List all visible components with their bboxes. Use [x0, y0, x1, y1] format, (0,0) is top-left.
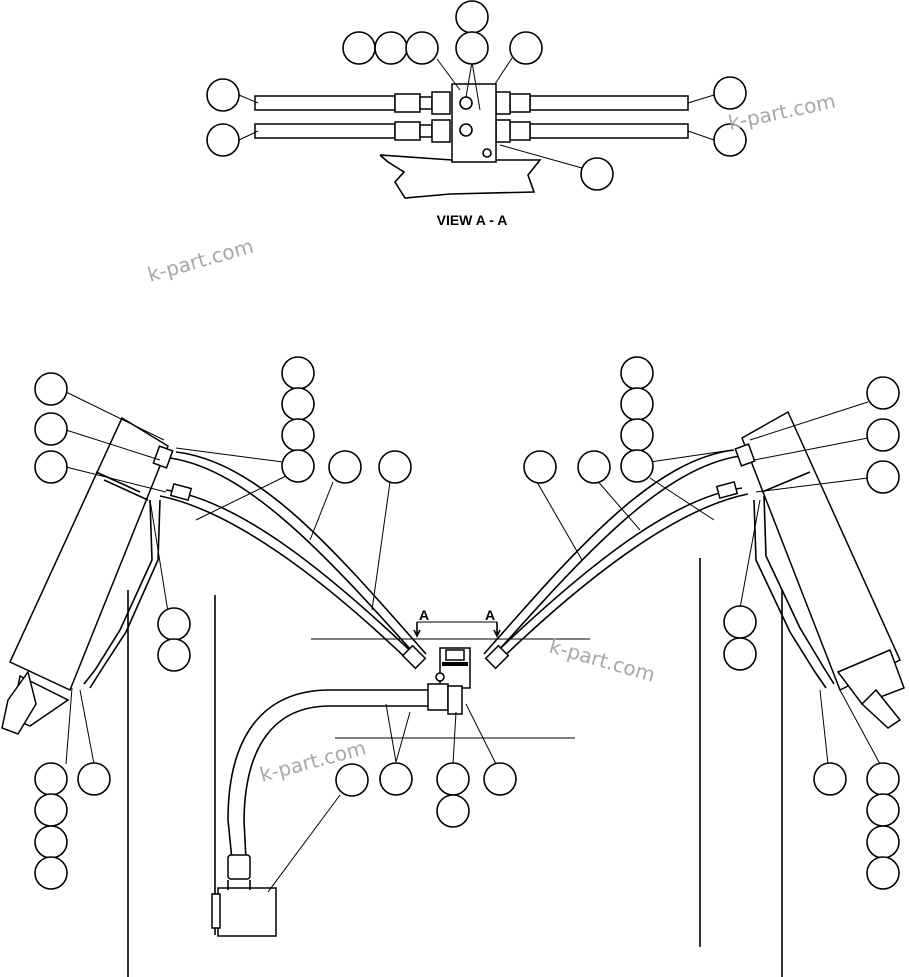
callout-balloon [866, 418, 900, 452]
right-lift-cylinder [741, 410, 905, 729]
callout-balloon [866, 460, 900, 494]
callout-balloon [509, 31, 543, 65]
callout-balloon [342, 31, 376, 65]
callout-balloon [281, 387, 315, 421]
callout-balloon [620, 418, 654, 452]
callout-balloon [34, 856, 68, 890]
callout-balloon [866, 825, 900, 859]
callout-balloon [281, 356, 315, 390]
callout-balloon [34, 762, 68, 796]
callout-balloon [281, 449, 315, 483]
manifold-valve [427, 647, 471, 715]
callout-balloon [34, 450, 68, 484]
callout-balloon [580, 157, 614, 191]
callout-balloon [866, 856, 900, 890]
pump-hose [211, 689, 428, 937]
callout-balloon [157, 638, 191, 672]
callout-balloon [523, 450, 557, 484]
callout-balloon [713, 76, 747, 110]
section-marker-right: A [485, 607, 495, 623]
callout-balloons [34, 0, 900, 890]
right-hoses [483, 443, 756, 670]
callout-balloon [620, 356, 654, 390]
view-leaders [238, 57, 715, 169]
callout-balloon [374, 31, 408, 65]
callout-balloon [866, 376, 900, 410]
callout-balloon [713, 123, 747, 157]
watermark: k-part.com [145, 234, 256, 287]
left-lift-cylinder [1, 416, 169, 735]
callout-balloon [723, 605, 757, 639]
callout-balloon [77, 762, 111, 796]
callout-balloon [455, 0, 489, 34]
callout-balloon [157, 607, 191, 641]
callout-balloon [206, 123, 240, 157]
callout-balloon [483, 762, 517, 796]
watermark: k-part.com [547, 634, 658, 687]
callout-balloon [723, 637, 757, 671]
callout-balloon [34, 825, 68, 859]
callout-balloon [405, 31, 439, 65]
callout-balloon [34, 412, 68, 446]
view-label: VIEW A - A [437, 212, 508, 228]
callout-balloon [866, 762, 900, 796]
callout-balloon [577, 450, 611, 484]
callout-balloon [378, 450, 412, 484]
callout-balloon [436, 794, 470, 828]
callout-balloon [281, 418, 315, 452]
callout-balloon [206, 78, 240, 112]
callout-balloon [866, 793, 900, 827]
callout-balloon [335, 763, 369, 797]
main-view: A A [1, 410, 905, 977]
callout-balloon [436, 762, 470, 796]
left-hoses [152, 445, 427, 670]
section-marker-left: A [419, 607, 429, 623]
callout-balloon [328, 450, 362, 484]
callout-balloon [620, 449, 654, 483]
main-leaders [65, 391, 881, 893]
callout-balloon [455, 31, 489, 65]
callout-balloon [379, 762, 413, 796]
callout-balloon [813, 762, 847, 796]
callout-balloon [620, 387, 654, 421]
callout-balloon [34, 372, 68, 406]
view-a-a-detail: VIEW A - A [254, 83, 689, 228]
callout-balloon [34, 793, 68, 827]
